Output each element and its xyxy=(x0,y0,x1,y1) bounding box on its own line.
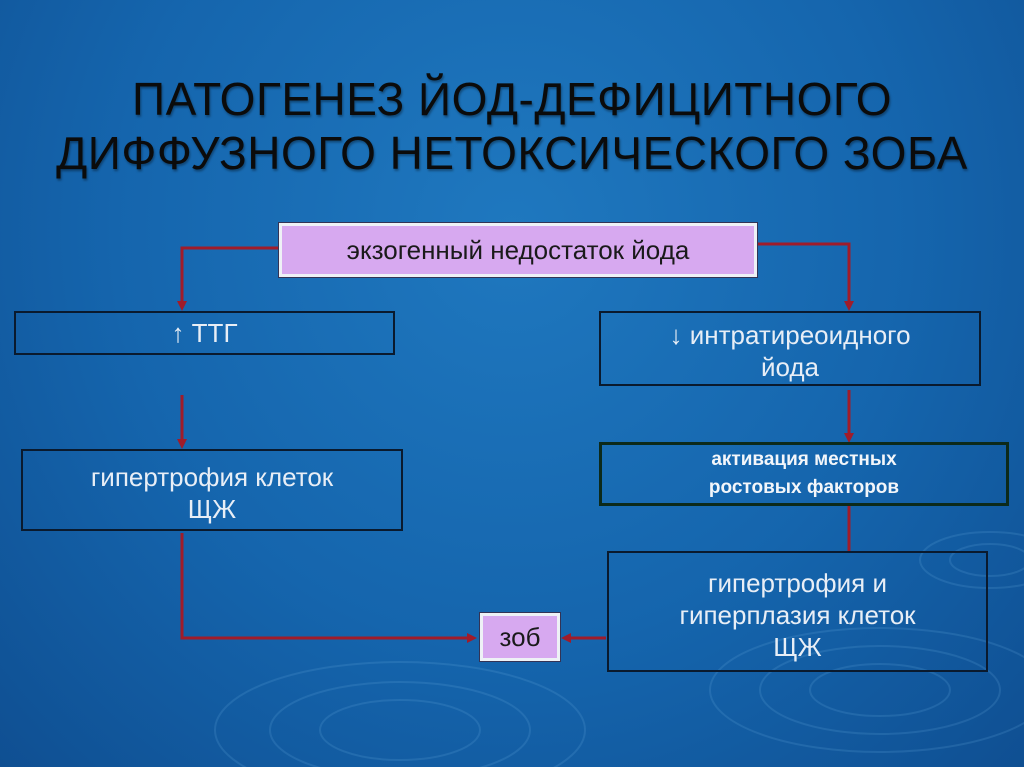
node-goiter: зоб xyxy=(480,613,560,661)
node-growth-factor-activation: активация местных ростовых факторов xyxy=(599,442,1009,506)
arrow-deficiency-to-ttg xyxy=(177,246,279,311)
node-cell-hypertrophy: гипертрофия клеток ЩЖ xyxy=(21,449,403,531)
arrow-deficiency-to-iodine xyxy=(757,242,854,311)
node-iodine-deficiency: экзогенный недостаток йода xyxy=(279,223,757,277)
title-line-1: ПАТОГЕНЕЗ ЙОД-ДЕФИЦИТНОГО xyxy=(132,73,892,125)
node-hypertrophy-hyperplasia: гипертрофия и гиперплазия клеток ЩЖ xyxy=(607,551,988,672)
title-line-2: ДИФФУЗНОГО НЕТОКСИЧЕСКОГО ЗОБА xyxy=(56,127,968,179)
arrow-hypertrophy-to-goiter xyxy=(180,533,477,643)
page-title: ПАТОГЕНЕЗ ЙОД-ДЕФИЦИТНОГО ДИФФУЗНОГО НЕТ… xyxy=(0,72,1024,180)
node-intrathyroid-iodine-decrease: ↓ интратиреоидного йода xyxy=(599,311,981,386)
node-ttg-increase: ↑ ТТГ xyxy=(14,311,395,355)
